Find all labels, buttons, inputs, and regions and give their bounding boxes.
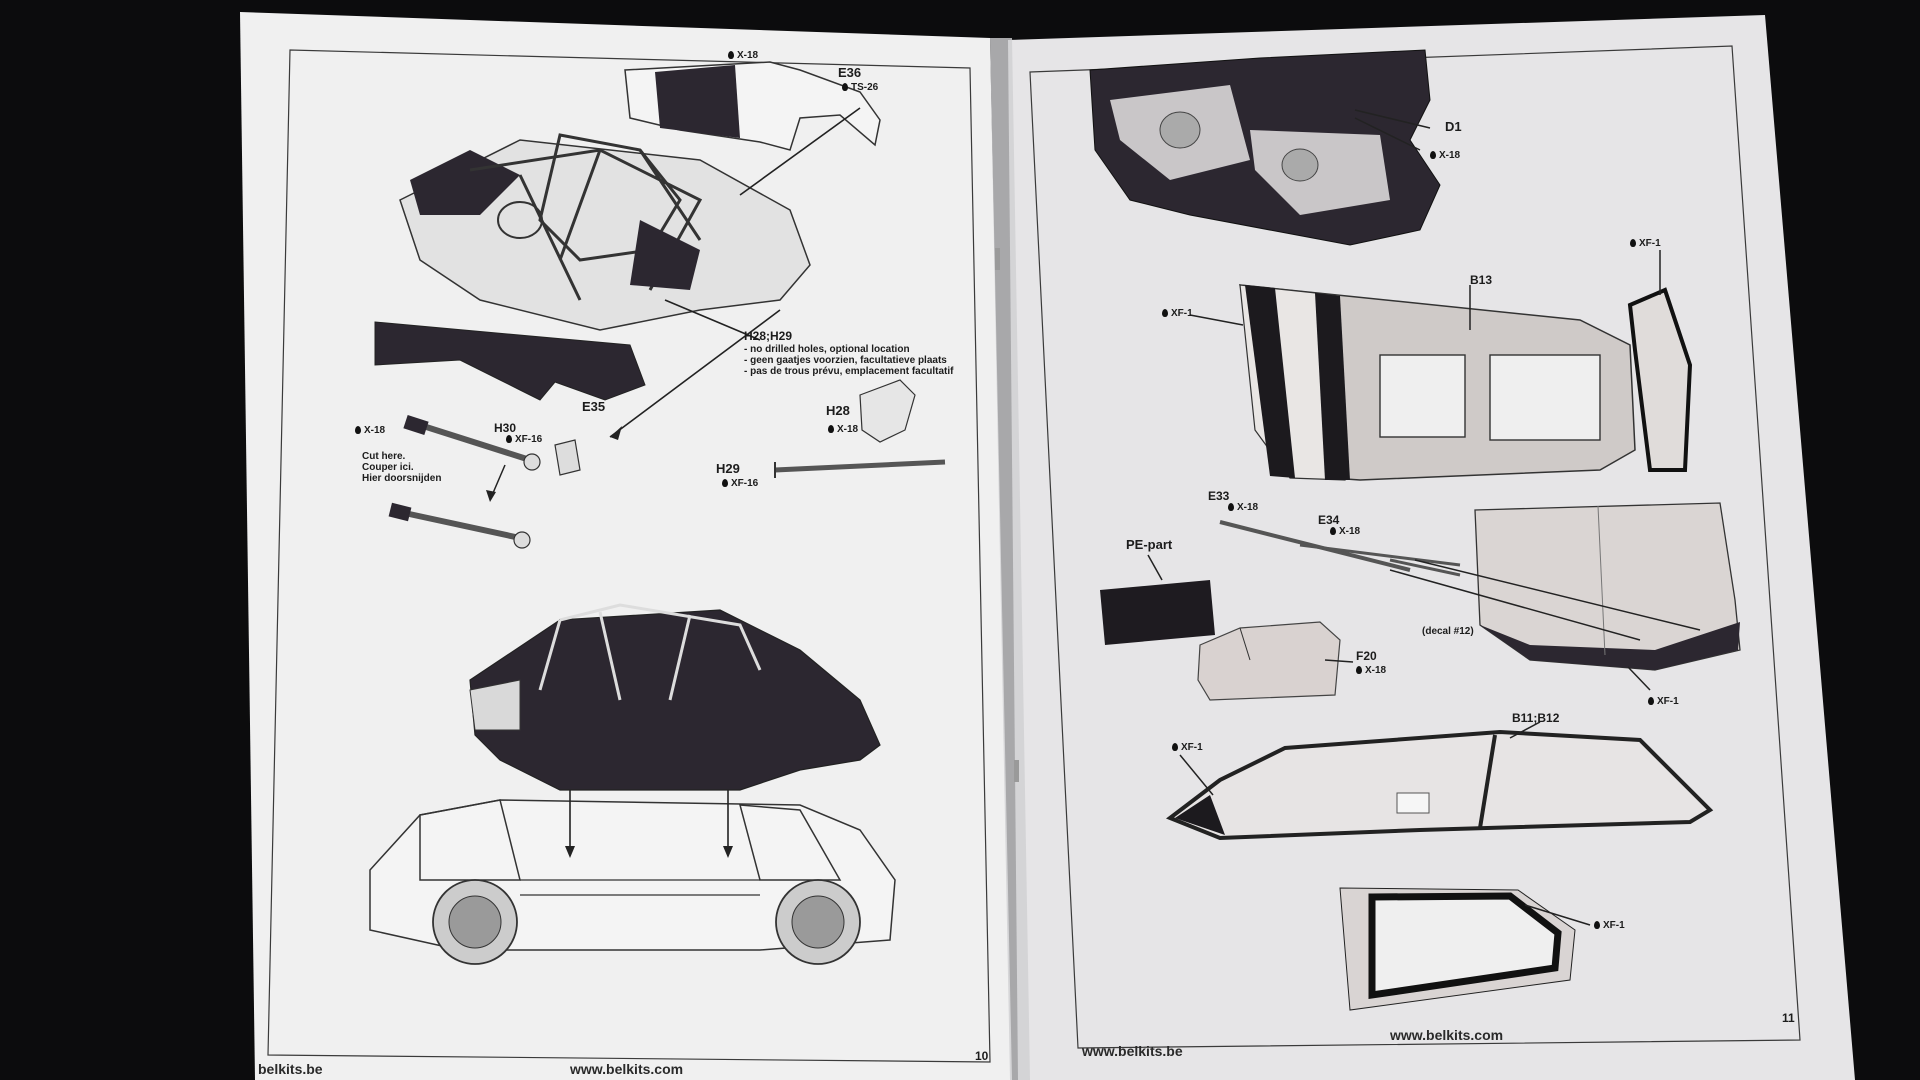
paint-code-label: X-18 <box>1430 150 1460 161</box>
paint-code-label: XF-1 <box>1172 742 1203 753</box>
part-label-b11-b12: B11;B12 <box>1512 711 1560 725</box>
paint-code-label: XF-1 <box>1648 696 1679 707</box>
part-label-h30: H30 <box>494 421 517 435</box>
paint-code-label: X-18 <box>1330 526 1360 537</box>
note-line: - no drilled holes, optional location <box>744 344 910 355</box>
footer-url: www.belkits.be <box>1082 1043 1183 1059</box>
footer-url: www.belkits.com <box>1390 1027 1504 1043</box>
part-label-e34: E34 <box>1318 513 1340 527</box>
footer-url: www.belkits.com <box>570 1061 684 1077</box>
part-label-h29: H29 <box>716 461 740 476</box>
paint-code-label: X-18 <box>828 424 858 435</box>
part-label-h28: H28 <box>826 403 850 418</box>
footer-site: belkits.be <box>258 1061 323 1077</box>
decal-label: (decal #12) <box>1422 626 1474 637</box>
part-label-pe: PE-part <box>1126 537 1173 552</box>
paint-code-label: XF-16 <box>506 434 542 445</box>
paint-code-label: XF-1 <box>1162 308 1193 319</box>
part-label-f20: F20 <box>1356 649 1377 663</box>
paint-code-label: X-18 <box>1228 502 1258 513</box>
part-label-h28-h29: H28;H29 <box>744 329 793 343</box>
part-label-e33: E33 <box>1208 489 1230 503</box>
paint-code-label: XF-1 <box>1630 238 1661 249</box>
part-label-e36: E36 <box>838 65 862 80</box>
paint-code-label: X-18 <box>355 425 385 436</box>
page-number: 11 <box>1782 1011 1795 1025</box>
instruction-text: Couper ici. <box>362 462 414 473</box>
page-number: 10 <box>975 1049 989 1063</box>
paint-code-label: X-18 <box>1356 665 1386 676</box>
instruction-text: Hier doorsnijden <box>362 473 442 484</box>
note-line: - geen gaatjes voorzien, facultatieve pl… <box>744 355 947 366</box>
instruction-text: Cut here. <box>362 451 406 462</box>
paint-code-label: TS-26 <box>842 82 878 93</box>
part-label-d1: D1 <box>1445 119 1462 134</box>
paint-code-label: XF-16 <box>722 478 758 489</box>
note-line: - pas de trous prévu, emplacement facult… <box>744 366 954 377</box>
paint-code-label: X-18 <box>728 50 758 61</box>
paint-code-label: XF-1 <box>1594 920 1625 931</box>
part-label-b13: B13 <box>1470 273 1493 287</box>
part-label-e35: E35 <box>582 399 606 414</box>
